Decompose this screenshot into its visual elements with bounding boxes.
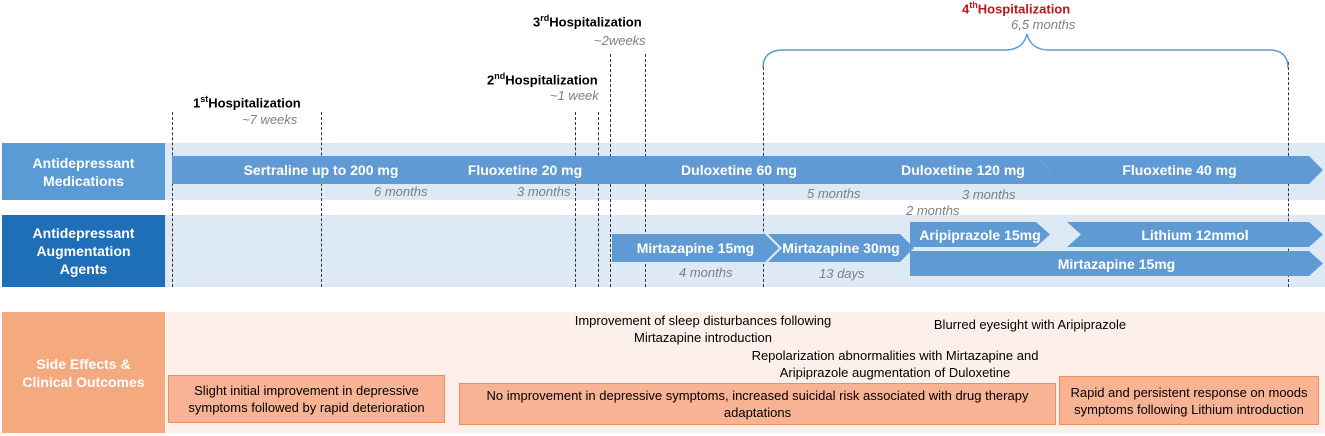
med-duration-duloxetine-60: 5 months <box>807 186 861 201</box>
row-label-medications: Antidepressant Medications <box>2 143 165 200</box>
hosp4-brace <box>762 33 1289 69</box>
aug-duration-aripiprazole: 2 months <box>906 203 960 218</box>
aug-duration-mirtazapine-30: 13 days <box>819 266 865 281</box>
outcome-box-3: Rapid and persistent response on moods s… <box>1059 376 1319 425</box>
hosp4-title: 4thHospitalization <box>962 0 1071 17</box>
hosp4-duration: 6,5 months <box>1011 17 1076 32</box>
hosp1-start-line <box>172 112 173 287</box>
med-arrow-duloxetine-120: Duloxetine 120 mg <box>876 156 1050 184</box>
note-blurred: Blurred eyesight with Aripiprazole <box>933 317 1127 332</box>
row-label-outcomes-text: Side Effects & Clinical Outcomes <box>22 355 145 390</box>
aug-arrow-mirtazapine-30: Mirtazapine 30mg <box>768 234 914 262</box>
hosp1-duration: ~7 weeks <box>242 112 298 127</box>
hosp1-end-line <box>321 112 322 287</box>
hosp2-start-line <box>575 112 576 287</box>
hosp1-title: 1stHospitalization <box>193 94 301 111</box>
row-label-outcomes: Side Effects & Clinical Outcomes <box>2 312 165 433</box>
note-repolarization: Repolarization abnormalities with Mirtaz… <box>751 348 1039 380</box>
med-arrow-fluoxetine-20: Fluoxetine 20 mg <box>451 156 599 184</box>
note-sleep: Improvement of sleep disturbances follow… <box>574 313 832 345</box>
aug-duration-mirtazapine-15: 4 months <box>679 265 733 280</box>
aug-arrow-aripiprazole: Aripiprazole 15mg <box>910 222 1050 247</box>
med-duration-fluoxetine-20: 3 months <box>517 184 571 199</box>
med-arrow-fluoxetine-40: Fluoxetine 40 mg <box>1036 156 1323 184</box>
hosp2-duration: ~1 week <box>550 88 599 103</box>
hosp3-title: 3rdHospitalization <box>533 13 642 30</box>
hosp3-duration: ~2weeks <box>594 33 646 48</box>
hosp2-end-line <box>598 112 599 287</box>
row-label-augmentation: Antidepressant Augmentation Agents <box>2 215 165 287</box>
med-duration-duloxetine-120: 3 months <box>962 187 1016 202</box>
aug-arrow-mirtazapine-15-late: Mirtazapine 15mg <box>910 251 1323 276</box>
hosp2-title: 2ndHospitalization <box>487 71 598 88</box>
med-arrow-sertraline: Sertraline up to 200 mg <box>172 156 470 184</box>
med-duration-sertraline: 6 months <box>374 184 428 199</box>
aug-arrow-lithium: Lithium 12mmol <box>1067 222 1323 247</box>
outcome-box-2: No improvement in depressive symptoms, i… <box>459 383 1056 425</box>
row-label-medications-text: Antidepressant Medications <box>32 154 135 189</box>
aug-arrow-mirtazapine-15: Mirtazapine 15mg <box>612 234 779 262</box>
row-label-augmentation-text: Antidepressant Augmentation Agents <box>32 225 135 277</box>
outcome-box-1: Slight initial improvement in depressive… <box>168 375 445 423</box>
med-arrow-duloxetine-60: Duloxetine 60 mg <box>583 156 895 184</box>
